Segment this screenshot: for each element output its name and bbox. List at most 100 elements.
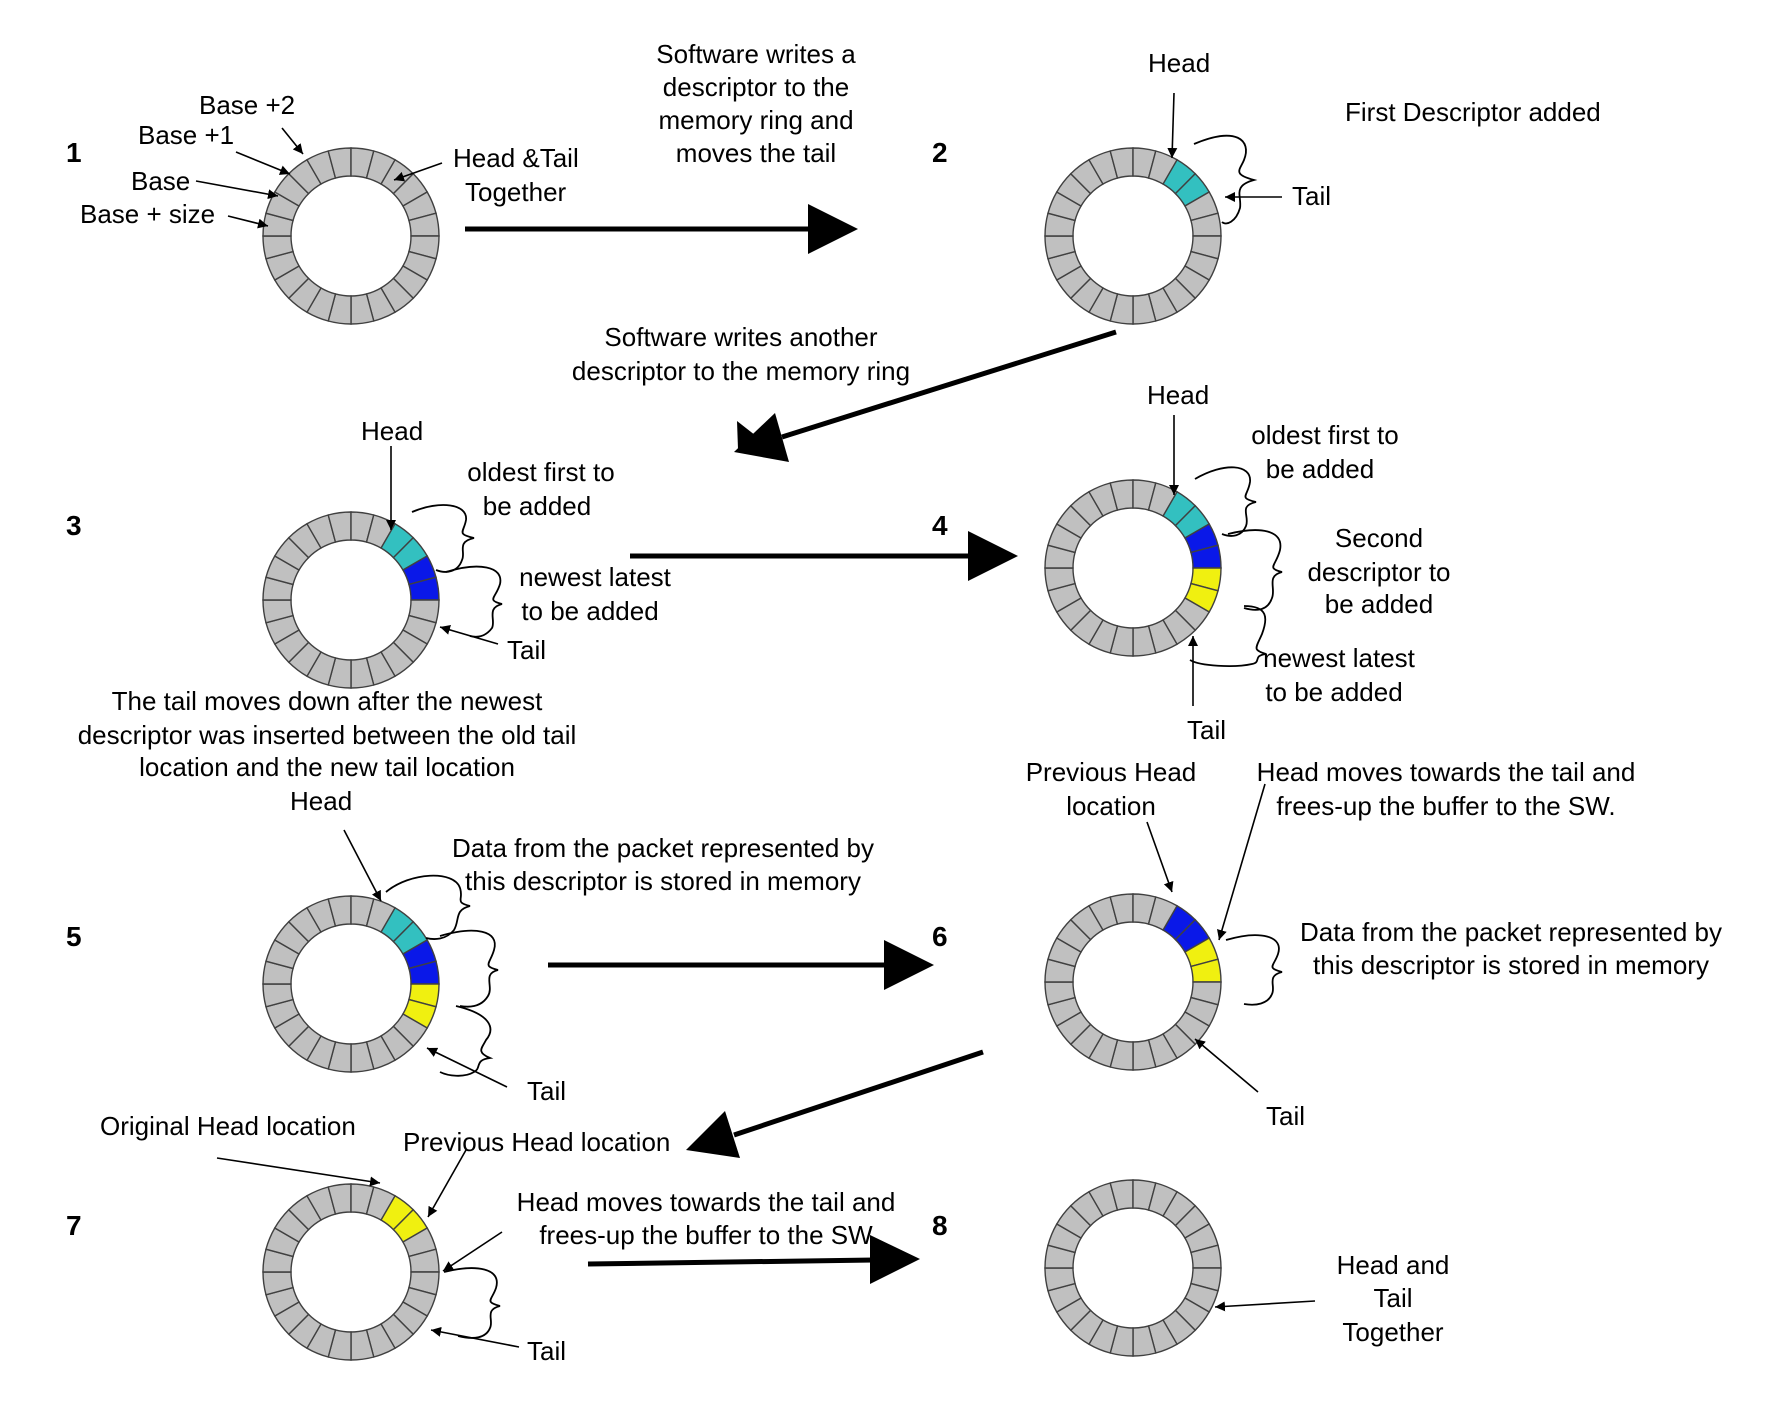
- label-newest-line: to be added: [1265, 677, 1402, 707]
- pointer-base1: [235, 151, 291, 175]
- pointer-base2: [281, 127, 304, 155]
- label-moves-line: Head moves towards the tail and: [517, 1187, 896, 1217]
- label-moves-line: Head moves towards the tail and: [1257, 757, 1636, 787]
- ring-slot-empty: [1147, 1182, 1178, 1217]
- label-prev-line: Previous Head: [1026, 757, 1197, 787]
- caption-line: Software writes another: [604, 322, 877, 352]
- ring-step-5: [262, 895, 440, 1073]
- ring-slot-empty: [1147, 150, 1178, 185]
- label-data-stored-6: Data from the packet represented by this…: [1300, 917, 1722, 980]
- arrow-7-to-8: [587, 1257, 875, 1267]
- label-second-4: Second descriptor to be added: [1307, 523, 1450, 619]
- label-original-head-7: Original Head location: [100, 1111, 356, 1141]
- label-data-stored-5: Data from the packet represented by this…: [452, 833, 874, 896]
- ring-step-6: [1044, 893, 1222, 1071]
- pointer-head-tail-8: [1214, 1300, 1316, 1312]
- note-line: The tail moves down after the newest: [112, 686, 543, 716]
- label-data-line: Data from the packet represented by: [452, 833, 874, 863]
- arrow-2-to-3: [781, 329, 1117, 440]
- brace-step4-second: [1227, 529, 1283, 611]
- label-head-5: Head: [290, 786, 352, 816]
- transition-arrows: [465, 204, 1117, 1284]
- label-tail-3: Tail: [507, 635, 546, 665]
- arrow-head-5-to-6: [884, 940, 934, 990]
- label-ht-line: Tail: [1373, 1283, 1412, 1313]
- note-line: descriptor was inserted between the old …: [78, 720, 577, 750]
- step-number-3: 3: [66, 510, 82, 541]
- label-first-descriptor-added: First Descriptor added: [1345, 97, 1601, 127]
- step-number-4: 4: [932, 510, 948, 541]
- label-newest-line: to be added: [521, 596, 658, 626]
- label-base-plus-size: Base + size: [80, 199, 215, 229]
- pointer-tail-5: [426, 1047, 508, 1088]
- label-head-2: Head: [1148, 48, 1210, 78]
- pointer-head-6: [1217, 783, 1266, 941]
- ring-slot-empty: [365, 898, 396, 933]
- pointer-tail-6: [1194, 1038, 1259, 1093]
- ring-step-8: [1044, 1179, 1222, 1357]
- label-tail-5: Tail: [527, 1076, 566, 1106]
- label-newest-4: newest latest to be added: [1263, 643, 1416, 707]
- note-line: location and the new tail location: [139, 752, 515, 782]
- label-head-moves-6: Head moves towards the tail and frees-up…: [1257, 757, 1636, 821]
- label-second-line: descriptor to: [1307, 557, 1450, 587]
- pointer-prev-head-6: [1146, 821, 1174, 893]
- label-newest-line: newest latest: [519, 562, 672, 592]
- label-oldest-line: oldest first to: [467, 457, 614, 487]
- label-moves-line: frees-up the buffer to the SW: [539, 1220, 873, 1250]
- label-previous-head-6: Previous Head location: [1026, 757, 1197, 821]
- brace-step5-a: [385, 874, 471, 940]
- step-number-8: 8: [932, 1210, 948, 1241]
- caption-line: descriptor to the: [663, 72, 849, 102]
- pointer-head-7: [442, 1231, 503, 1272]
- step-number-5: 5: [66, 921, 82, 952]
- brace-step3-newest: [445, 565, 503, 638]
- label-tail-2: Tail: [1292, 181, 1331, 211]
- brace-step7: [443, 1267, 501, 1339]
- caption-line: memory ring and: [658, 105, 853, 135]
- label-tail-6: Tail: [1266, 1101, 1305, 1131]
- label-head-tail-together-1: Head &Tail: [453, 143, 579, 173]
- arrow-head-1-to-2: [808, 204, 858, 254]
- label-data-line: this descriptor is stored in memory: [1313, 950, 1709, 980]
- ring-slot-empty: [1147, 896, 1178, 931]
- label-head-3: Head: [361, 416, 423, 446]
- label-base-plus-1: Base +1: [138, 120, 234, 150]
- arrow-head-3-to-4: [968, 531, 1018, 581]
- ring-slot-empty: [365, 150, 396, 185]
- brace-step4-oldest: [1194, 466, 1257, 537]
- label-oldest-line: oldest first to: [1251, 420, 1398, 450]
- caption-line: Software writes a: [656, 39, 856, 69]
- ring-step-1: [262, 147, 440, 325]
- step-number-7: 7: [66, 1210, 82, 1241]
- label-prev-line: location: [1066, 791, 1156, 821]
- label-newest-line: newest latest: [1263, 643, 1416, 673]
- arrow-6-to-7: [733, 1049, 984, 1138]
- step-number-2: 2: [932, 137, 948, 168]
- arrow-head-7-to-8: [870, 1235, 920, 1284]
- pointer-prev-head-7: [427, 1149, 467, 1218]
- note-tail-moves: The tail moves down after the newest des…: [78, 686, 577, 782]
- pointer-base: [195, 180, 279, 200]
- label-newest-3: newest latest to be added: [519, 562, 672, 626]
- ring-step-7: [262, 1183, 440, 1361]
- caption-line: descriptor to the memory ring: [572, 356, 910, 386]
- brace-step2: [1193, 134, 1258, 225]
- label-base: Base: [131, 166, 190, 196]
- step-number-6: 6: [932, 921, 948, 952]
- pointer-head-tail-1: [393, 162, 443, 182]
- brace-step6: [1225, 934, 1283, 1006]
- label-previous-head-7: Previous Head location: [403, 1127, 670, 1157]
- brace-step3-oldest: [411, 504, 475, 573]
- step-number-1: 1: [66, 137, 82, 168]
- label-head-moves-7: Head moves towards the tail and frees-up…: [517, 1187, 896, 1250]
- brace-step5-b: [439, 929, 499, 1008]
- brace-step4-newest: [1189, 605, 1267, 667]
- pointer-base-size: [227, 215, 269, 229]
- brace-step5-c: [439, 1005, 494, 1077]
- label-head-4: Head: [1147, 380, 1209, 410]
- pointer-head-2: [1167, 92, 1178, 159]
- caption-line: moves the tail: [676, 138, 836, 168]
- ring-step-3: [262, 511, 440, 689]
